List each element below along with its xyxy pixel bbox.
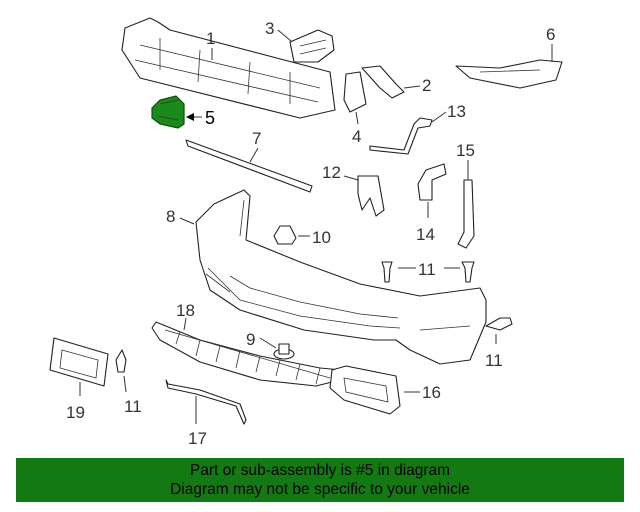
- leader-8: [179, 217, 195, 225]
- part-3-bracket: [289, 29, 335, 63]
- leader-7: [249, 147, 259, 163]
- callout-5: 5: [205, 108, 215, 128]
- info-banner: Part or sub-assembly is #5 in diagram Di…: [16, 458, 624, 502]
- part-5-highlighted: [151, 95, 185, 129]
- part-7-strip: [185, 139, 313, 193]
- callout-11c: 11: [124, 397, 142, 416]
- part-9-plug: [273, 343, 295, 360]
- callout-19: 19: [66, 403, 85, 422]
- part-14-bracket: [417, 163, 447, 201]
- part-5-body: [151, 95, 185, 129]
- part-8-bumper-cover: [195, 189, 487, 365]
- callout-17: 17: [188, 429, 207, 448]
- leader-9: [259, 337, 277, 349]
- part-6-bracket: [455, 59, 563, 89]
- callout-8: 8: [166, 207, 175, 226]
- callout-6: 6: [546, 25, 555, 44]
- callout-7: 7: [252, 129, 261, 148]
- callout-10: 10: [312, 228, 331, 247]
- callout-16: 16: [422, 383, 441, 402]
- leader-12: [343, 175, 359, 181]
- diagram-canvas: 1 3 2 4 6 5 13 7 12: [49, 17, 563, 448]
- callout-9: 9: [246, 330, 255, 349]
- part-17-trim: [165, 379, 247, 425]
- part-2-bracket: [361, 65, 405, 99]
- callout-11a: 11: [418, 260, 436, 279]
- callout-13: 13: [447, 102, 466, 121]
- leader-18: [183, 317, 187, 331]
- banner-line-2: Diagram may not be specific to your vehi…: [170, 481, 470, 498]
- callout-4: 4: [352, 127, 361, 146]
- arrow-5: [186, 113, 194, 121]
- leader-4: [355, 111, 359, 125]
- part-10-clip: [273, 225, 297, 245]
- part-12-bracket: [357, 175, 385, 217]
- part-19-plate-bracket: [49, 337, 109, 387]
- leader-3: [277, 29, 293, 43]
- part-16-bezel: [329, 365, 401, 415]
- callout-11b: 11: [485, 351, 503, 370]
- callout-18: 18: [176, 301, 195, 320]
- part-13-support: [369, 117, 433, 155]
- callout-12: 12: [322, 163, 341, 182]
- banner-line-1: Part or sub-assembly is #5 in diagram: [189, 462, 451, 479]
- leader-2: [403, 85, 421, 89]
- callout-3: 3: [265, 19, 274, 38]
- part-11-fasteners: [115, 261, 513, 373]
- callout-1: 1: [206, 29, 215, 48]
- callout-15: 15: [456, 141, 475, 160]
- leader-11c: [123, 375, 127, 393]
- part-1-impact-bar: [121, 17, 336, 119]
- part-4-bracket: [343, 71, 367, 113]
- part-15-rod: [457, 179, 475, 249]
- callout-14: 14: [416, 225, 435, 244]
- callout-2: 2: [422, 76, 431, 95]
- leader-13: [431, 111, 447, 123]
